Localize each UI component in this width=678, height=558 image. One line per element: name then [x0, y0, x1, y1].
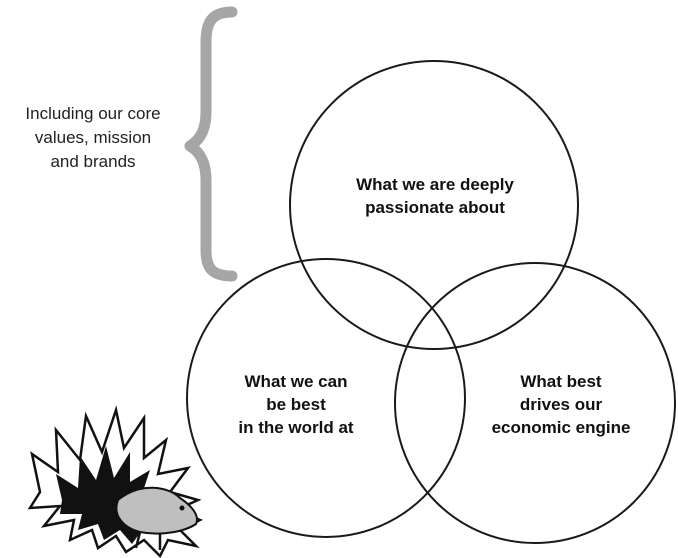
brace-annotation-line: values, mission	[34, 128, 152, 147]
engine-label-line: economic engine	[491, 418, 631, 437]
best-label-line: in the world at	[238, 418, 354, 437]
passion-circle-label: What we are deeply passionate about	[300, 173, 570, 219]
venn-circle-top	[289, 60, 579, 350]
best-label-line: What we can	[244, 372, 348, 391]
brace-annotation-line: Including our core	[25, 104, 161, 123]
engine-label-line: drives our	[519, 395, 603, 414]
passion-label-line: passionate about	[365, 198, 505, 217]
engine-label-line: What best	[520, 372, 602, 391]
brace-annotation: Including our core values, mission and b…	[0, 102, 186, 174]
economic-engine-circle-label: What best drives our economic engine	[456, 370, 666, 439]
hedgehog-icon	[27, 405, 204, 558]
best-in-world-circle-label: What we can be best in the world at	[196, 370, 396, 439]
best-label-line: be best	[266, 395, 326, 414]
passion-label-line: What we are deeply	[356, 175, 514, 194]
brace-annotation-line: and brands	[50, 152, 136, 171]
venn-circle-right	[394, 262, 676, 544]
curly-brace-icon	[184, 6, 238, 282]
venn-circle-left	[186, 258, 466, 538]
